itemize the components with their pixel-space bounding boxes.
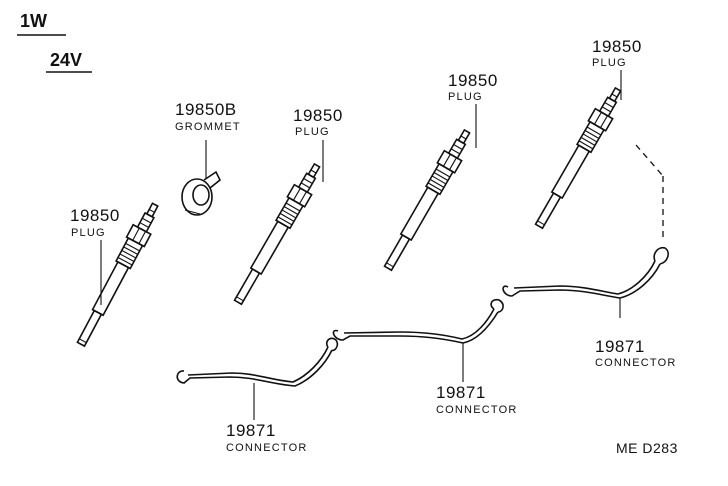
plug-2-part-number: 19850 [293,106,343,125]
connector-strip-2 [332,298,504,344]
plug-3-part-number: 19850 [448,71,498,90]
glow-plug-3 [378,125,477,275]
plug-4-part-number: 19850 [592,37,642,56]
plug-4-alignment-dashed-line [635,144,664,177]
plug-1-label: PLUG [71,227,106,239]
glow-plug-2 [228,159,327,309]
model-label: 1W [20,11,47,31]
grommet-part-number: 19850B [175,100,237,119]
connector-1-part-number: 19871 [226,421,276,440]
connector-3-part-number: 19871 [595,337,645,356]
connector-strip-1 [176,337,339,387]
voltage-label: 24V [50,50,82,70]
glow-plug-4 [529,83,628,233]
plug-1-part-number: 19850 [70,206,120,225]
plug-2-label: PLUG [295,126,330,138]
grommet-label: GROMMET [175,121,241,133]
grommet-part [181,170,222,216]
connector-3-label: CONNECTOR [595,357,677,369]
plug-4-label: PLUG [592,57,627,69]
plug-3-label: PLUG [448,91,483,103]
connector-2-label: CONNECTOR [436,404,518,416]
connector-strip-3 [502,246,669,299]
connector-2-part-number: 19871 [436,383,486,402]
figure-reference: ME D283 [616,440,678,456]
connector-1-label: CONNECTOR [226,442,308,454]
